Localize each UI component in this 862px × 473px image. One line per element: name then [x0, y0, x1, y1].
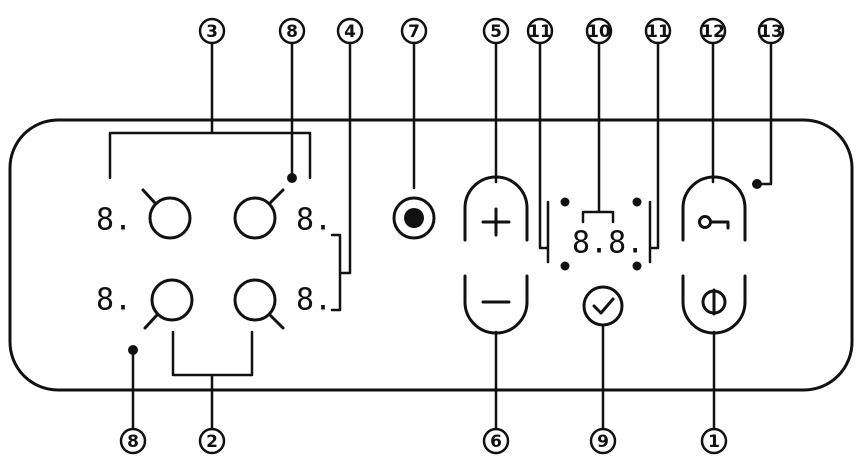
callout-5: 5 — [482, 17, 510, 45]
plus-button[interactable] — [463, 175, 529, 242]
zone-top-left[interactable] — [141, 188, 192, 240]
boost-button[interactable] — [392, 196, 436, 240]
svg-text:5: 5 — [490, 22, 502, 42]
callout-10: 10 — [585, 17, 613, 45]
callout-9: 9 — [589, 427, 617, 455]
callout-11-right: 11 — [644, 17, 672, 45]
callout-11-left: 11 — [526, 17, 554, 45]
svg-text:13: 13 — [759, 22, 783, 42]
indicator-dot-top — [287, 173, 297, 183]
callout-8-top: 8 — [278, 17, 306, 45]
callout-6: 6 — [482, 427, 510, 455]
timer-dot-top-right — [632, 197, 642, 207]
svg-text:9: 9 — [597, 432, 609, 452]
svg-text:8: 8 — [286, 22, 298, 42]
callout-1: 1 — [700, 427, 728, 455]
lock-indicator-dot — [752, 179, 762, 189]
leader-line-10 — [581, 41, 615, 224]
callout-12: 12 — [699, 17, 727, 45]
svg-text:6: 6 — [490, 432, 502, 452]
leader-line-13 — [758, 41, 773, 186]
zone-display-bottom-right: 8. — [296, 283, 332, 318]
svg-text:8: 8 — [127, 432, 139, 452]
svg-text:11: 11 — [646, 22, 670, 42]
timer-dot-bottom-left — [560, 261, 570, 271]
svg-text:12: 12 — [701, 22, 725, 42]
leader-line-11-right — [648, 41, 660, 264]
check-icon — [592, 297, 615, 315]
timer-display: 8.8. — [572, 226, 644, 261]
svg-text:7: 7 — [408, 22, 420, 42]
callout-8-bottom: 8 — [119, 427, 147, 455]
leader-line-11-left — [538, 41, 550, 264]
boost-dot-icon — [404, 208, 424, 228]
zone-display-top-right: 8. — [296, 203, 332, 238]
zone-bottom-right[interactable] — [233, 278, 285, 330]
zone-bottom-left[interactable] — [143, 278, 194, 330]
zone-display-bottom-left: 8. — [96, 283, 132, 318]
svg-text:10: 10 — [587, 22, 611, 42]
minus-button[interactable] — [463, 274, 529, 335]
key-icon — [698, 215, 730, 230]
power-icon — [701, 288, 727, 316]
callout-3: 3 — [198, 17, 226, 45]
callout-2: 2 — [198, 427, 226, 455]
svg-text:1: 1 — [708, 432, 720, 452]
zone-top-right[interactable] — [233, 188, 285, 240]
callout-4: 4 — [336, 17, 364, 45]
svg-text:11: 11 — [528, 22, 552, 42]
callout-7: 7 — [400, 17, 428, 45]
leader-line-2 — [171, 330, 254, 431]
leader-line-3 — [108, 41, 312, 180]
svg-text:4: 4 — [344, 22, 356, 42]
plus-icon — [481, 207, 511, 237]
leader-line-4 — [330, 41, 352, 312]
timer-dot-bottom-right — [632, 261, 642, 271]
timer-dot-top-left — [560, 197, 570, 207]
indicator-dot-bottom — [128, 345, 138, 355]
callout-13: 13 — [757, 17, 785, 45]
svg-text:3: 3 — [206, 22, 218, 42]
power-button[interactable] — [681, 274, 747, 335]
zone-display-top-left: 8. — [96, 203, 132, 238]
control-panel-outline — [8, 118, 854, 392]
timer-button[interactable] — [582, 285, 624, 327]
svg-text:2: 2 — [206, 432, 218, 452]
lock-button[interactable] — [681, 175, 747, 242]
